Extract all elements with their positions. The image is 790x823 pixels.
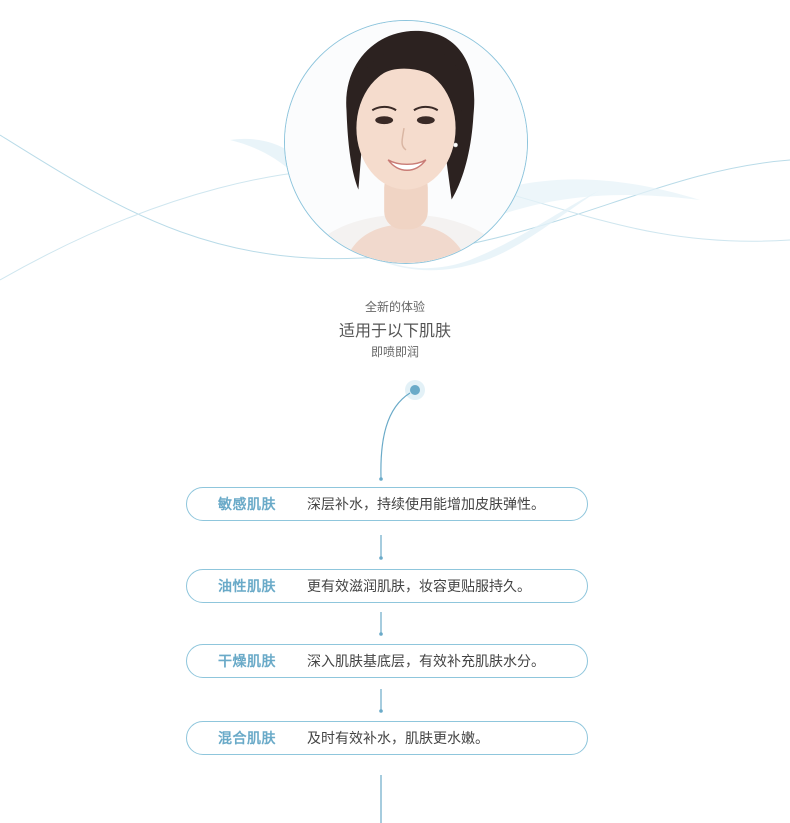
timeline-node-outer (405, 380, 425, 400)
skin-type-desc: 更有效滋润肌肤，妆容更贴服持久。 (307, 579, 531, 595)
skin-type-desc: 深入肌肤基底层，有效补充肌肤水分。 (307, 654, 545, 670)
skin-type-label: 油性肌肤 (218, 579, 276, 595)
hero-title: 适用于以下肌肤 (338, 321, 451, 340)
skin-type-combination: 混合肌肤 及时有效补水，肌肤更水嫩。 (186, 721, 588, 755)
skin-type-oily: 油性肌肤 更有效滋润肌肤，妆容更贴服持久。 (186, 569, 588, 603)
skin-type-label: 混合肌肤 (218, 731, 276, 747)
skin-type-desc: 及时有效补水，肌肤更水嫩。 (307, 731, 489, 747)
skin-type-label: 敏感肌肤 (218, 497, 276, 513)
skin-type-desc: 深层补水，持续使用能增加皮肤弹性。 (307, 497, 545, 513)
timeline-node-dot (410, 385, 420, 395)
hero-subtitle-bottom: 即喷即润 (370, 345, 419, 359)
skin-type-label: 干燥肌肤 (218, 654, 276, 670)
model-portrait (284, 20, 528, 264)
skin-type-sensitive: 敏感肌肤 深层补水，持续使用能增加皮肤弹性。 (186, 487, 588, 521)
hero-subtitle-top: 全新的体验 (364, 300, 425, 314)
skin-type-dry: 干燥肌肤 深入肌肤基底层，有效补充肌肤水分。 (186, 644, 588, 678)
